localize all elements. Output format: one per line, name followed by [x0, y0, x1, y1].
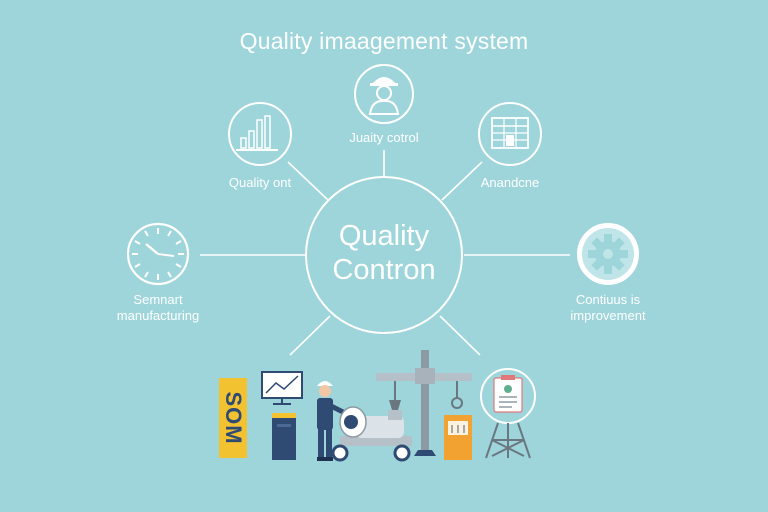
clock-icon [126, 222, 190, 286]
node-label-left: Semnart manufacturing [98, 292, 218, 324]
crane [376, 350, 472, 456]
orange-box [444, 415, 472, 460]
connector-bottom-right [439, 315, 481, 356]
sign-text: SOM [221, 391, 246, 445]
node-label-right: Contiuus is improvement [548, 292, 668, 324]
diagram-title: Quality imaagement system [239, 28, 529, 54]
factory-scene [219, 350, 472, 462]
machine-cart [331, 406, 412, 462]
navy-cabinet [272, 413, 296, 460]
monitor-icon [261, 371, 303, 405]
node-label-right-line1: Contiuus is [575, 292, 641, 307]
node-label-top-left: Quality ont [228, 175, 292, 190]
node-label-right-line2: improvement [570, 308, 646, 323]
connector-bottom-left [289, 315, 331, 356]
worker-figure [317, 381, 345, 461]
checklist-icon [480, 368, 536, 459]
worker-icon [354, 64, 414, 124]
node-label-left-line2: manufacturing [116, 308, 200, 323]
center-label-line1: Quality [338, 220, 430, 252]
bar-chart-icon [228, 102, 292, 166]
yellow-sign [219, 378, 247, 458]
center-circle [305, 176, 463, 334]
node-label-top-right: Anandcne [480, 175, 540, 190]
node-label-top: Juaity cotrol [349, 130, 419, 145]
center-label: Quality Contron [306, 219, 462, 287]
connector-top-right [441, 161, 483, 201]
connector-top-left [287, 161, 329, 201]
connector-lines [200, 150, 570, 356]
node-label-left-line1: Semnart [133, 292, 183, 307]
spreadsheet-icon [478, 102, 542, 166]
gear-icon [577, 223, 639, 285]
center-label-line2: Contron [332, 254, 436, 286]
